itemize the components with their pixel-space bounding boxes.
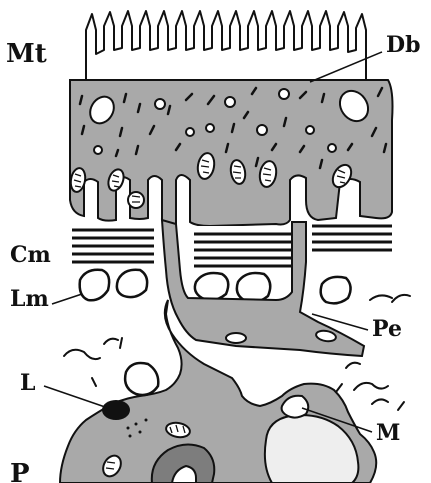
label-l: L [20, 370, 35, 396]
label-db: Db [386, 32, 420, 58]
label-mt: Mt [6, 39, 47, 69]
label-pe: Pe [372, 316, 402, 342]
label-lm: Lm [10, 286, 49, 312]
microtriches [86, 11, 366, 80]
lipid-droplet [102, 400, 130, 420]
label-m: M [376, 420, 400, 446]
circular-muscle [70, 226, 392, 266]
label-cm: Cm [10, 242, 51, 268]
label-p: P [10, 459, 30, 483]
vacuole-left [125, 363, 158, 395]
